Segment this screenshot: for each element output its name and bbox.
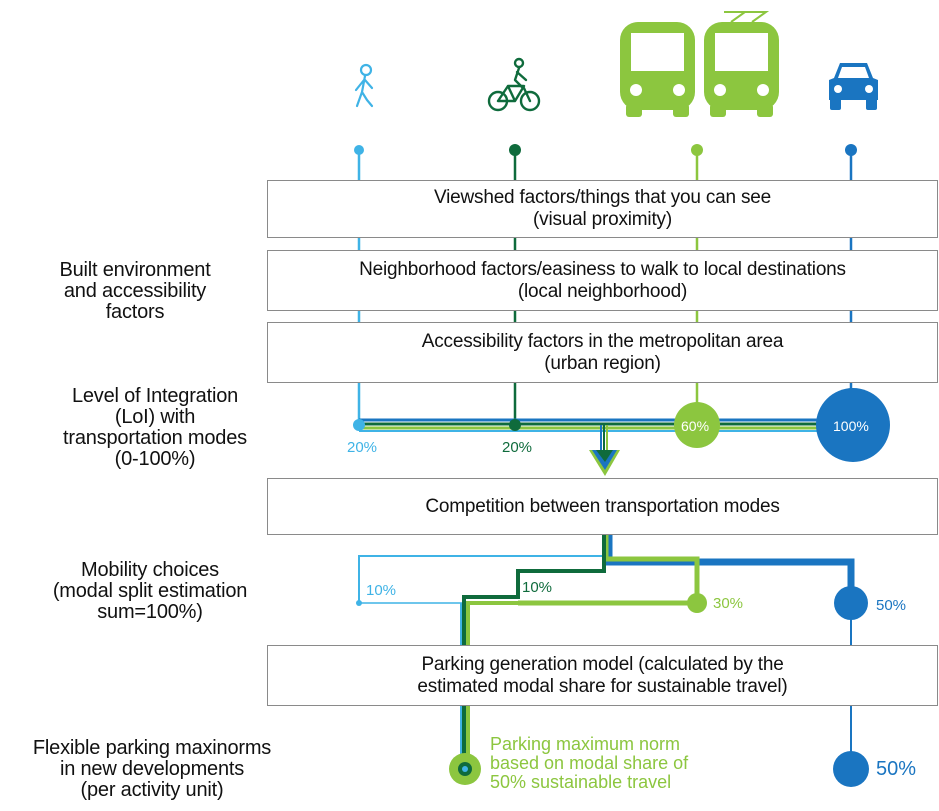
transit-split-dot	[687, 593, 707, 613]
car-split-dot	[834, 586, 868, 620]
neighborhood-line2: (local neighborhood)	[517, 280, 688, 302]
viewshed-factors-box: Viewshed factors/things that you can see…	[267, 180, 938, 238]
walk-split-dot	[356, 600, 362, 606]
accessibility-line1: Accessibility factors in the metropolita…	[421, 330, 784, 352]
car-loi-value: 100%	[833, 418, 869, 434]
parking-line2: estimated modal share for sustainable tr…	[417, 675, 788, 697]
modal-split-lines	[358, 535, 855, 770]
bike-split-value: 10%	[522, 579, 553, 596]
sustainable-parking-core	[462, 766, 468, 772]
bus-icon	[620, 22, 695, 117]
parking-generation-box: Parking generation model (calculated by …	[267, 645, 938, 706]
integration-label: Level of Integration (LoI) with transpor…	[63, 385, 247, 470]
built-environment-label: Built environment and accessibility fact…	[59, 259, 211, 323]
neighborhood-line1: Neighborhood factors/easiness to walk to…	[359, 258, 846, 280]
parking-line1: Parking generation model (calculated by …	[421, 653, 784, 675]
competition-text: Competition between transportation modes	[425, 495, 780, 517]
bike-top-dot	[509, 144, 521, 156]
viewshed-line2: (visual proximity)	[533, 209, 672, 230]
accessibility-factors-box: Accessibility factors in the metropolita…	[267, 322, 938, 383]
transit-top-dot	[691, 144, 703, 156]
car-split-value: 50%	[876, 597, 907, 614]
viewshed-line1: Viewshed factors/things that you can see	[433, 187, 772, 208]
bike-loi-dot	[509, 419, 521, 431]
car-parking-marker	[833, 751, 869, 787]
transit-split-value: 30%	[713, 595, 744, 612]
transit-loi-circle	[674, 402, 720, 448]
walk-top-dot	[354, 145, 364, 155]
pedestrian-icon	[354, 63, 374, 108]
walk-loi-dot	[353, 419, 365, 431]
car-loi-circle	[816, 388, 890, 462]
bike-loi-value: 20%	[502, 439, 533, 456]
mobility-choices-label: Mobility choices (modal split estimation…	[52, 559, 248, 623]
bicycle-icon	[487, 57, 541, 112]
car-top-dot	[845, 144, 857, 156]
trolleybus-icon	[704, 11, 779, 117]
car-icon	[829, 63, 878, 110]
down-arrow-icon	[589, 425, 620, 476]
parking-maxinorms-label: Flexible parking maxinorms in new develo…	[32, 737, 272, 801]
car-parking-value: 50%	[876, 758, 917, 780]
transit-loi-value: 60%	[681, 418, 710, 434]
neighborhood-factors-box: Neighborhood factors/easiness to walk to…	[267, 250, 938, 311]
parking-maximum-note: Parking maximum norm based on modal shar…	[490, 734, 689, 792]
accessibility-line2: (urban region)	[544, 352, 661, 374]
walk-split-value: 10%	[366, 582, 397, 599]
competition-box: Competition between transportation modes	[267, 478, 938, 535]
walk-loi-value: 20%	[347, 439, 378, 456]
